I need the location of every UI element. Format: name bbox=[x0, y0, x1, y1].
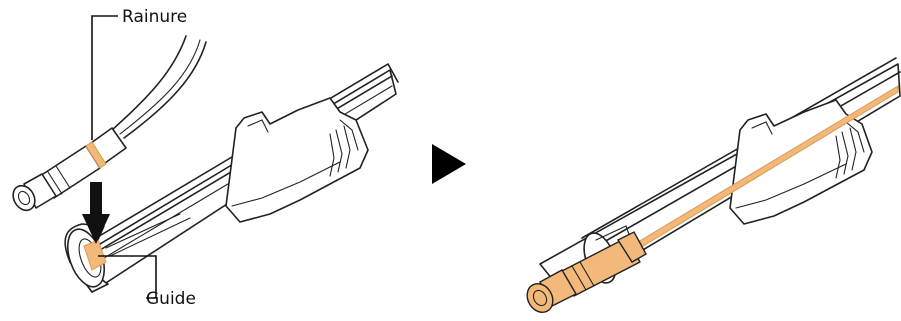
guide-label: Guide bbox=[146, 289, 196, 309]
handle-body-left bbox=[61, 64, 398, 292]
groove-label: Rainure bbox=[122, 7, 187, 27]
after-step-illustration bbox=[522, 58, 900, 317]
cable-left bbox=[112, 36, 206, 138]
before-step-illustration: Rainure Guide bbox=[9, 7, 398, 309]
play-triangle-icon bbox=[432, 144, 466, 184]
groove-leader-line bbox=[92, 16, 118, 140]
callout-groove: Rainure bbox=[92, 7, 187, 140]
plug-connector-left bbox=[9, 128, 126, 214]
